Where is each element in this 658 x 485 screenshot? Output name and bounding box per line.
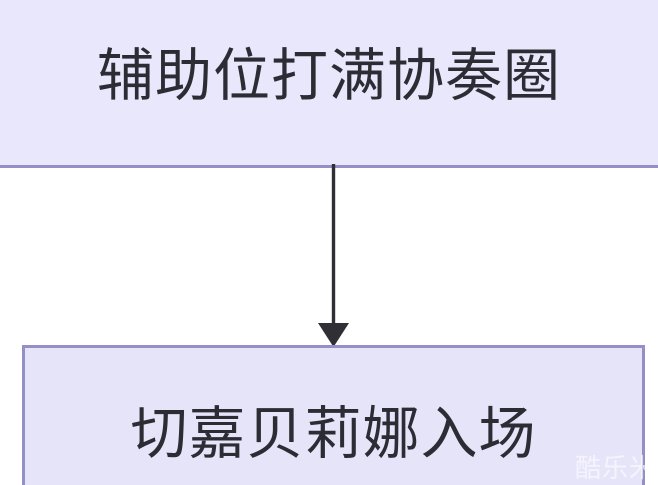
flowchart-node-2[interactable]: 切嘉贝莉娜入场 — [22, 345, 645, 485]
watermark-text: 酷乐米 — [574, 453, 656, 483]
flowchart-node-1-label: 辅助位打满协奏圈 — [97, 44, 561, 109]
flowchart-edge-1-arrow-icon — [318, 164, 349, 347]
flowchart-node-2-label: 切嘉贝莉娜入场 — [130, 402, 537, 466]
flowchart-node-1[interactable]: 辅助位打满协奏圈 — [0, 0, 658, 168]
